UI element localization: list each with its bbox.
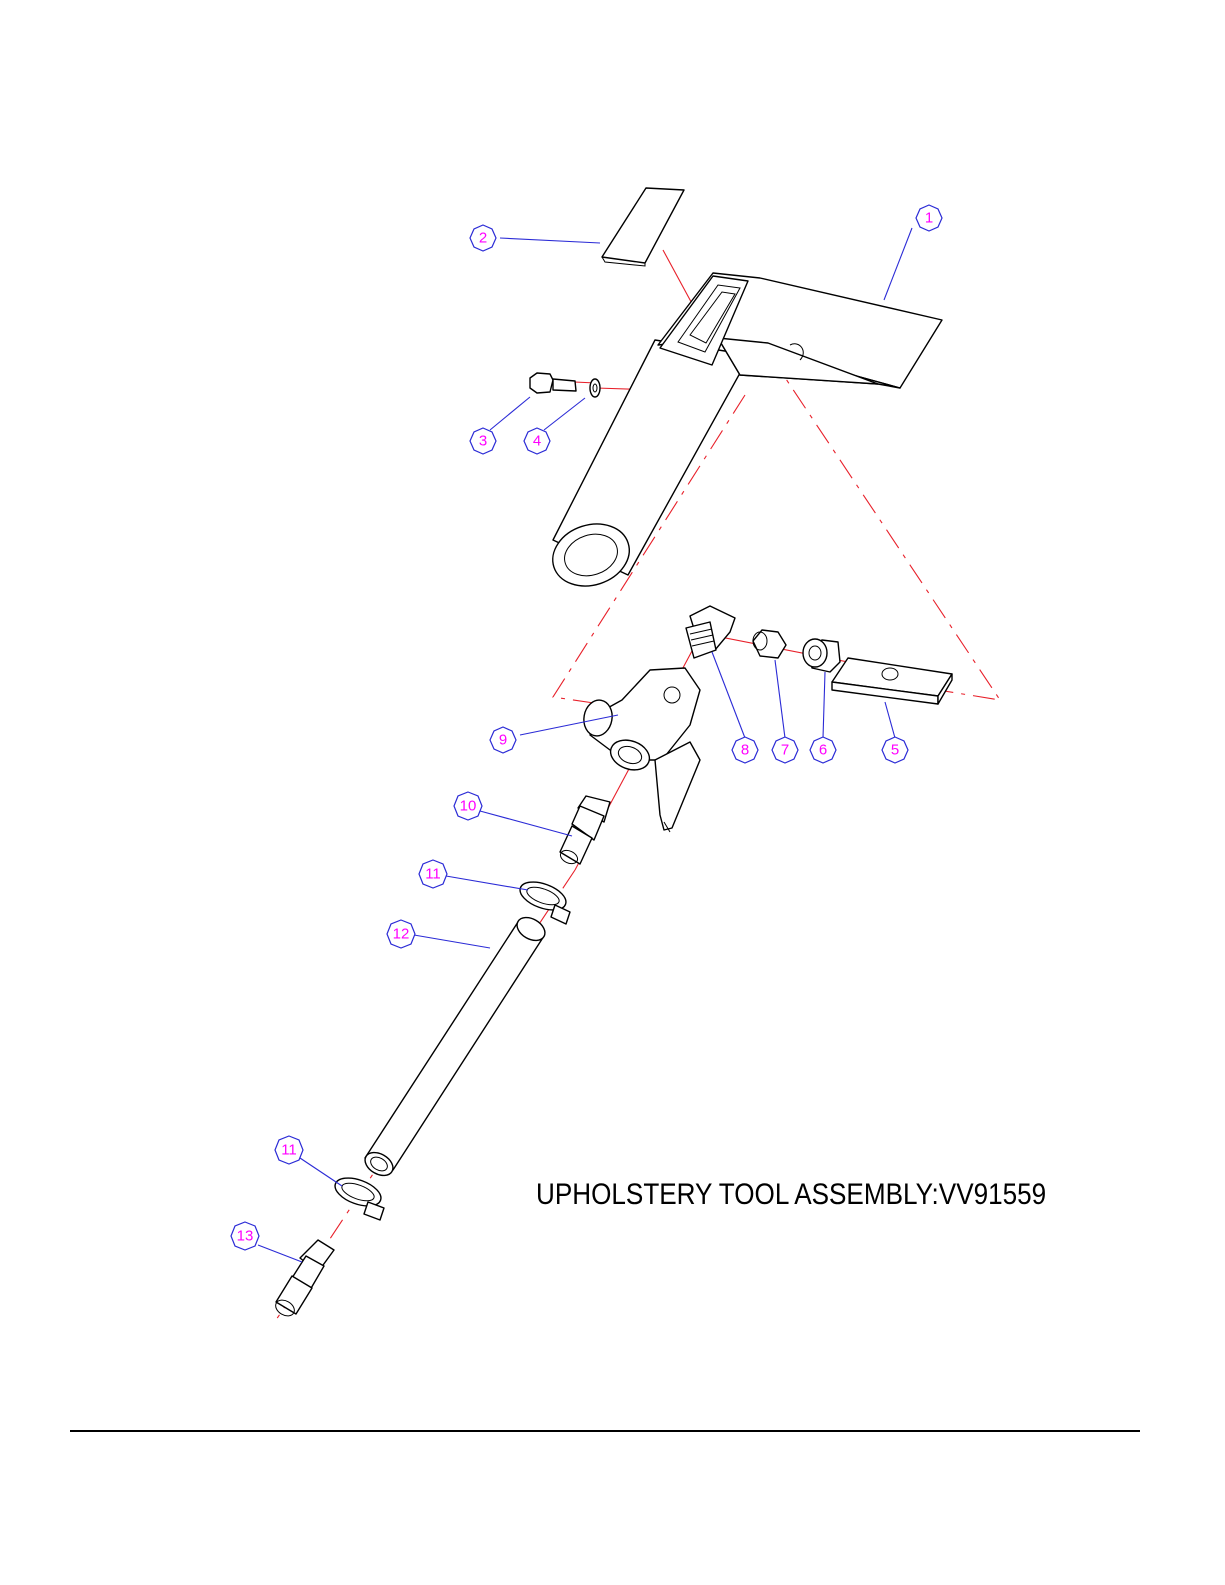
- svg-text:9: 9: [499, 732, 507, 749]
- hose-barb-end: [273, 1240, 334, 1319]
- svg-text:2: 2: [479, 230, 487, 247]
- svg-text:13: 13: [237, 1228, 254, 1245]
- hose-clamp-lower: [331, 1173, 384, 1220]
- hose-clamp-upper: [516, 877, 570, 924]
- svg-text:5: 5: [891, 742, 899, 759]
- callout-12: 12: [387, 920, 415, 948]
- callout-7: 7: [772, 737, 798, 763]
- screw: [530, 373, 576, 393]
- footer-rule: [70, 1430, 1140, 1432]
- svg-text:11: 11: [425, 866, 441, 883]
- callout-3: 3: [470, 428, 496, 454]
- callout-11-upper: 11: [419, 860, 447, 888]
- callout-8: 8: [732, 737, 758, 763]
- lock-washer: [590, 379, 600, 397]
- svg-text:7: 7: [781, 742, 789, 759]
- hex-nipple: [753, 630, 786, 658]
- svg-text:4: 4: [533, 433, 541, 450]
- callout-4: 4: [524, 428, 550, 454]
- svg-text:8: 8: [741, 742, 749, 759]
- svg-text:1: 1: [925, 210, 933, 227]
- callout-5: 5: [882, 737, 908, 763]
- callout-13: 13: [231, 1222, 259, 1250]
- svg-text:6: 6: [819, 742, 827, 759]
- callout-11-lower: 11: [275, 1136, 303, 1164]
- svg-text:10: 10: [460, 798, 477, 815]
- callout-1: 1: [916, 205, 942, 231]
- bar-plate: [832, 658, 952, 704]
- fitting-nut: [803, 639, 840, 672]
- tool-head-body: [545, 273, 942, 596]
- callout-6: 6: [810, 737, 836, 763]
- callout-10: 10: [454, 792, 482, 820]
- gasket-pad: [602, 188, 684, 266]
- callout-2: 2: [470, 225, 496, 251]
- callout-9: 9: [490, 727, 516, 753]
- drawing-title: UPHOLSTERY TOOL ASSEMBLY:VV91559: [536, 1178, 1046, 1212]
- hose: [361, 913, 549, 1180]
- svg-text:11: 11: [281, 1142, 297, 1159]
- svg-text:12: 12: [393, 926, 410, 943]
- barbed-fitting: [558, 796, 610, 866]
- svg-text:3: 3: [479, 433, 487, 450]
- elbow-fitting: [686, 606, 735, 658]
